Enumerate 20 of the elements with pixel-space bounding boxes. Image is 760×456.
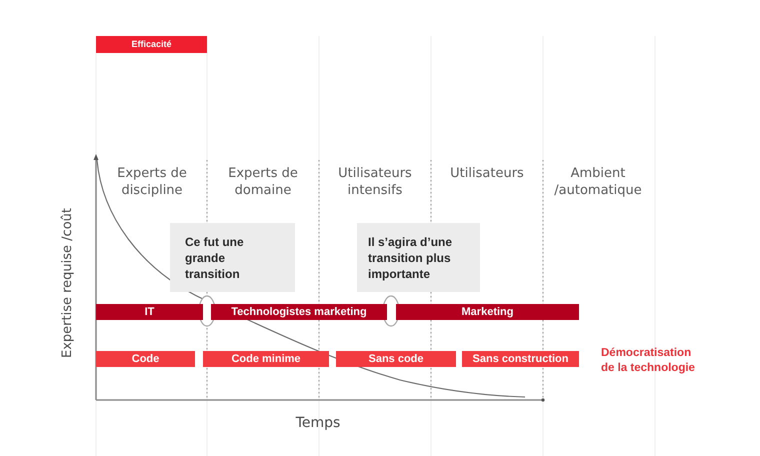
- segment-bar: Code minime: [203, 351, 329, 367]
- heading-tag: Efficacité: [96, 36, 207, 53]
- axis-title: Expertise requise /coût: [60, 208, 76, 358]
- callout-box: [170, 223, 295, 292]
- column-heading: Utilisateurs: [449, 165, 525, 182]
- segment-bar: IT: [96, 304, 203, 320]
- column-heading: Experts de discipline: [116, 165, 188, 199]
- callout-text: Ce fut une grande transition: [185, 234, 245, 282]
- column-heading: Ambient /automatique: [553, 165, 643, 199]
- segment-bar: Sans code: [336, 351, 456, 367]
- row-label: Démocratisation de la technologie: [601, 346, 696, 376]
- segment-bar: Sans construction: [462, 351, 579, 367]
- callout-box: [357, 223, 480, 292]
- column-heading: Utilisateurs intensifs: [337, 165, 413, 199]
- segment-bar: Code: [96, 351, 195, 367]
- segment-bar: Marketing: [396, 304, 579, 320]
- segment-bar: Technologistes marketing: [211, 304, 387, 320]
- column-heading: Experts de domaine: [227, 165, 299, 199]
- callout-text: Il s’agira d’une transition plus importante: [368, 234, 454, 282]
- axis-title: Temps: [296, 415, 340, 431]
